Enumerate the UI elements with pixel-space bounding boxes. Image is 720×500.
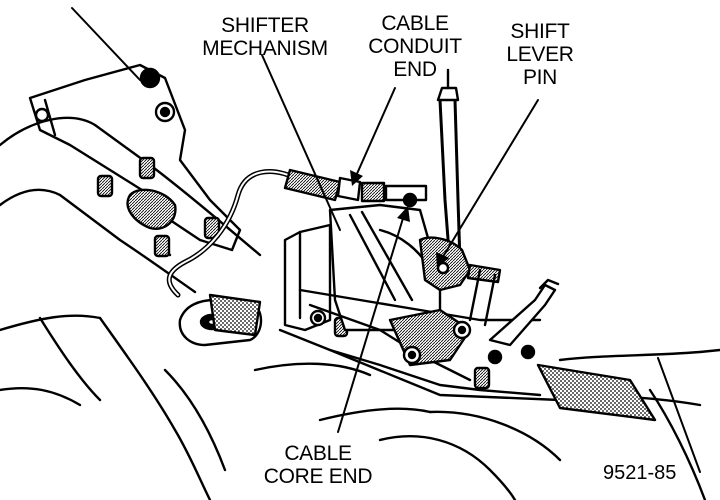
shifter-housing [278, 203, 562, 402]
label-line: CABLE [284, 442, 352, 465]
shifter-support-arm [488, 278, 560, 347]
label-line: END [393, 58, 437, 81]
label-line: SHIFT [510, 20, 570, 43]
label-line: SHIFTER [221, 14, 309, 37]
label-shifter-mechanism: SHIFTER MECHANISM [190, 14, 340, 60]
cable-bracket-tab [178, 293, 263, 347]
label-line: CONDUIT [368, 35, 462, 58]
mounting-bracket [28, 63, 242, 257]
label-line: CABLE [381, 12, 449, 35]
label-line: PIN [522, 66, 558, 89]
label-line: LEVER [506, 43, 574, 66]
figure-id: 9521-85 [603, 462, 677, 484]
label-shift-lever-pin: SHIFT LEVER PIN [495, 20, 585, 89]
label-cable-conduit-end: CABLE CONDUIT END [355, 12, 475, 81]
label-cable-core-end: CABLE CORE END [248, 442, 388, 488]
label-line: MECHANISM [202, 37, 328, 60]
shift-lever [418, 68, 502, 327]
leader-lines [71, 7, 701, 473]
floor-pad [536, 363, 657, 422]
shift-cable [166, 168, 428, 298]
label-line: CORE END [263, 465, 373, 488]
